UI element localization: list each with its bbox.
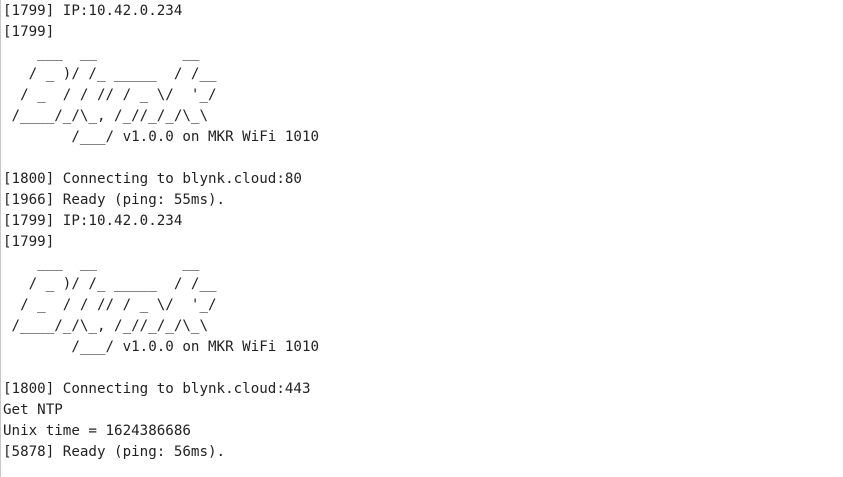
blynk-ascii-logo-line: / _ / / // / _ \/ '_/ [3, 297, 217, 313]
blynk-ascii-logo-line: / _ )/ /_ _____ / /__ [3, 66, 217, 82]
blynk-ascii-logo-line: / _ )/ /_ _____ / /__ [3, 276, 217, 292]
console-line [3, 358, 319, 379]
blynk-ascii-logo-line: / _ / / // / _ \/ '_/ [3, 87, 217, 103]
blynk-ascii-logo-line: ___ __ __ [3, 45, 200, 61]
blynk-version-line: /___/ v1.0.0 on MKR WiFi 1010 [3, 129, 320, 145]
console-line [3, 148, 319, 169]
console-line: [1800] Connecting to blynk.cloud:80 [3, 171, 302, 187]
console-line: [1799] IP:10.42.0.234 [3, 3, 183, 19]
console-line: Unix time = 1624386686 [3, 423, 191, 439]
blynk-ascii-logo-line: /____/_/\_, /_//_/_/\_\ [3, 318, 208, 334]
console-line: [1799] [3, 234, 55, 250]
serial-output-text: [1799] IP:10.42.0.234 [1799] ___ __ __ /… [3, 1, 319, 463]
blynk-version-line: /___/ v1.0.0 on MKR WiFi 1010 [3, 339, 320, 355]
blynk-ascii-logo-line: ___ __ __ [3, 255, 200, 271]
console-line: Get NTP [3, 402, 63, 418]
console-line: [1799] [3, 24, 55, 40]
blynk-ascii-logo-line: /____/_/\_, /_//_/_/\_\ [3, 108, 208, 124]
console-line: [1799] IP:10.42.0.234 [3, 213, 183, 229]
console-line: [1800] Connecting to blynk.cloud:443 [3, 381, 311, 397]
console-line: [1966] Ready (ping: 55ms). [3, 192, 226, 208]
console-line: [5878] Ready (ping: 56ms). [3, 444, 226, 460]
